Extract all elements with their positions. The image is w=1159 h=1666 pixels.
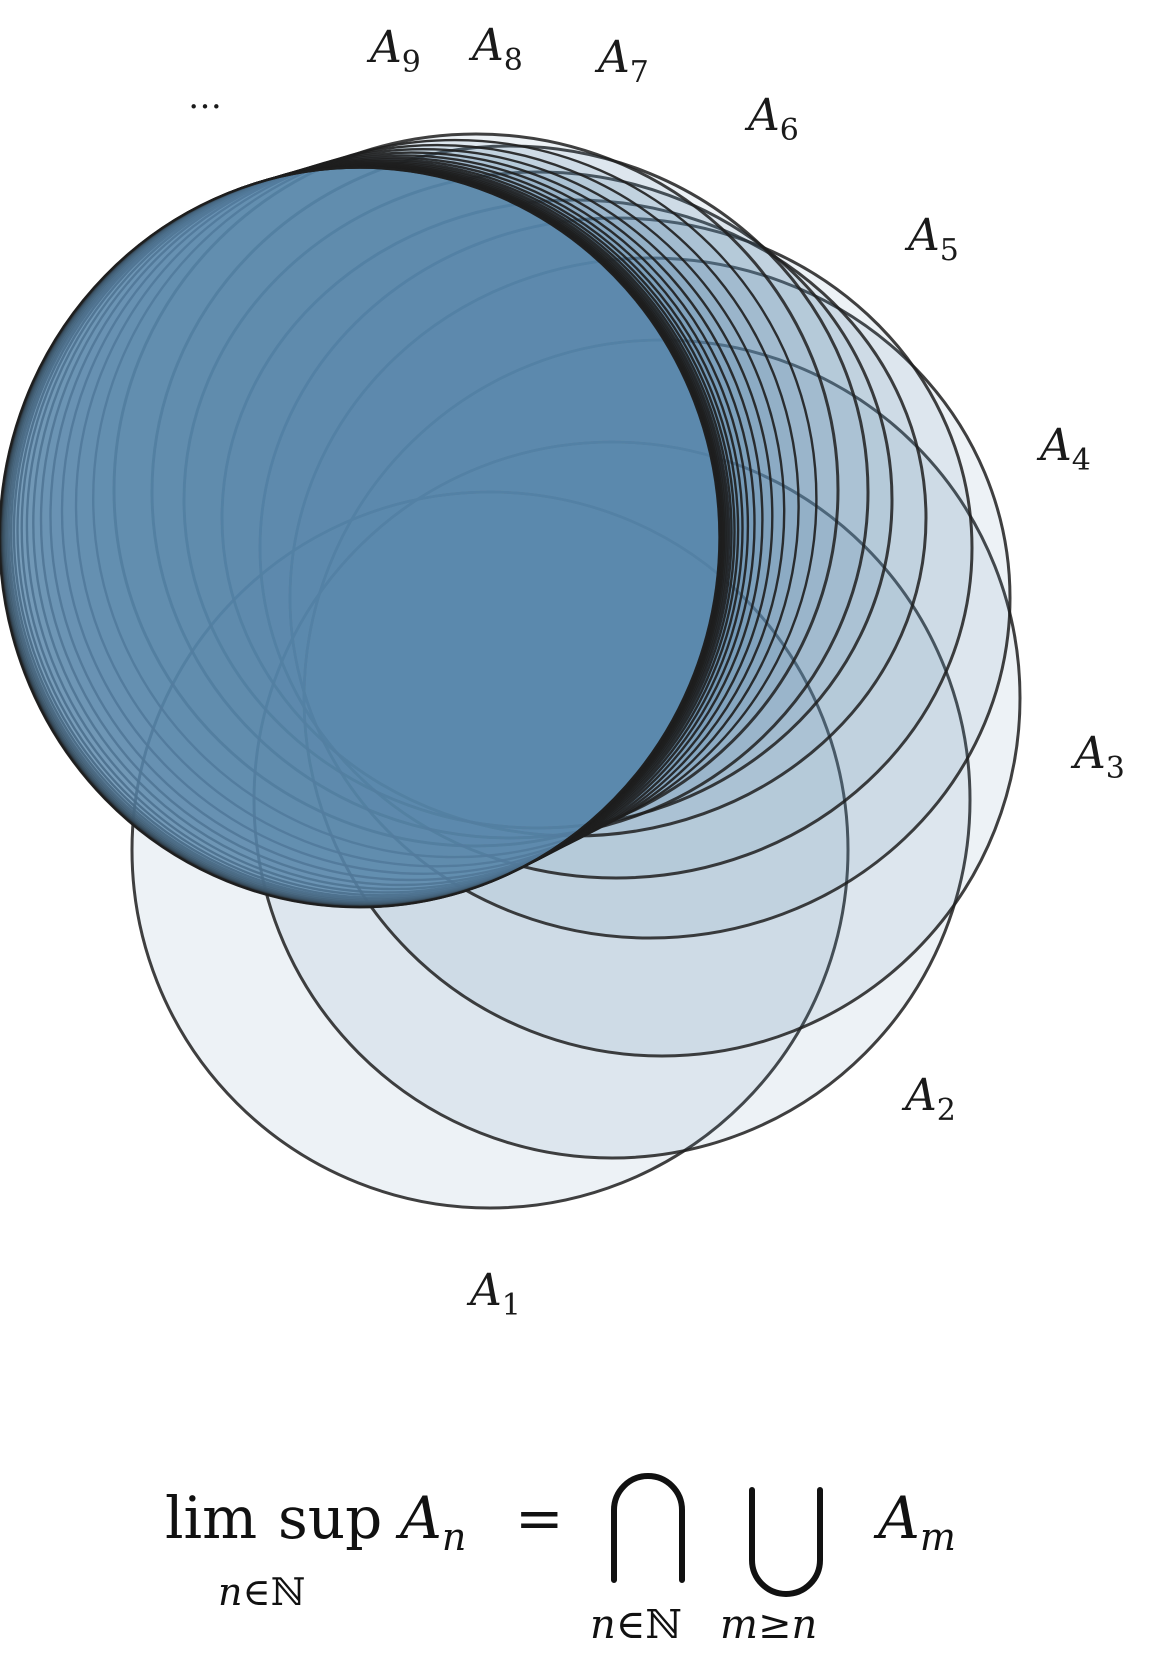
- label-a5: A5: [904, 210, 959, 268]
- formula-a-m: Am: [873, 1484, 956, 1559]
- set-ellipses: [0, 132, 1022, 1210]
- formula-a-n: An: [395, 1484, 466, 1559]
- set-ellipse-tail: [39, 154, 764, 887]
- label-a9: A9: [366, 22, 421, 80]
- set-ellipse-tail: [25, 158, 750, 894]
- label-a3: A3: [1070, 728, 1125, 786]
- set-ellipse-tail: [32, 156, 756, 891]
- set-ellipse-tail: [49, 151, 774, 882]
- set-ellipse-a4: [288, 256, 1012, 940]
- set-ellipse-tail: [74, 143, 800, 868]
- venn-diagram: A9 A8 A7 A6 A5 A4 A3 A2 A1 …: [0, 20, 1125, 1323]
- ellipsis-mark: …: [188, 77, 222, 117]
- set-ellipse-tail: [0, 166, 721, 909]
- set-ellipse-tail: [60, 148, 786, 875]
- set-ellipse-a1: [130, 490, 850, 1210]
- label-a1: A1: [466, 1265, 521, 1323]
- formula-sup: sup: [278, 1484, 382, 1552]
- set-ellipse-tail: [91, 138, 818, 859]
- formula-equals: =: [515, 1484, 564, 1552]
- label-a8: A8: [468, 20, 523, 78]
- formula-intersection-subscript: n∈ℕ: [590, 1602, 682, 1648]
- label-a4: A4: [1036, 420, 1091, 478]
- set-ellipse-a8: [150, 144, 870, 840]
- formula-limsup-subscript: n∈ℕ: [218, 1570, 305, 1614]
- set-ellipse-a7: [182, 170, 894, 830]
- label-a2: A2: [901, 1070, 956, 1128]
- formula-lim: lim: [165, 1484, 257, 1552]
- formula-union-subscript: m≥n: [720, 1602, 817, 1648]
- label-a6: A6: [744, 90, 799, 148]
- limsup-formula: lim sup n∈ℕ An = n∈ℕ m≥n Am: [165, 1473, 956, 1648]
- set-ellipse-tail: [20, 159, 744, 897]
- big-union-symbol: [749, 1487, 823, 1597]
- big-intersection-symbol: [611, 1473, 685, 1583]
- label-a7: A7: [594, 32, 649, 90]
